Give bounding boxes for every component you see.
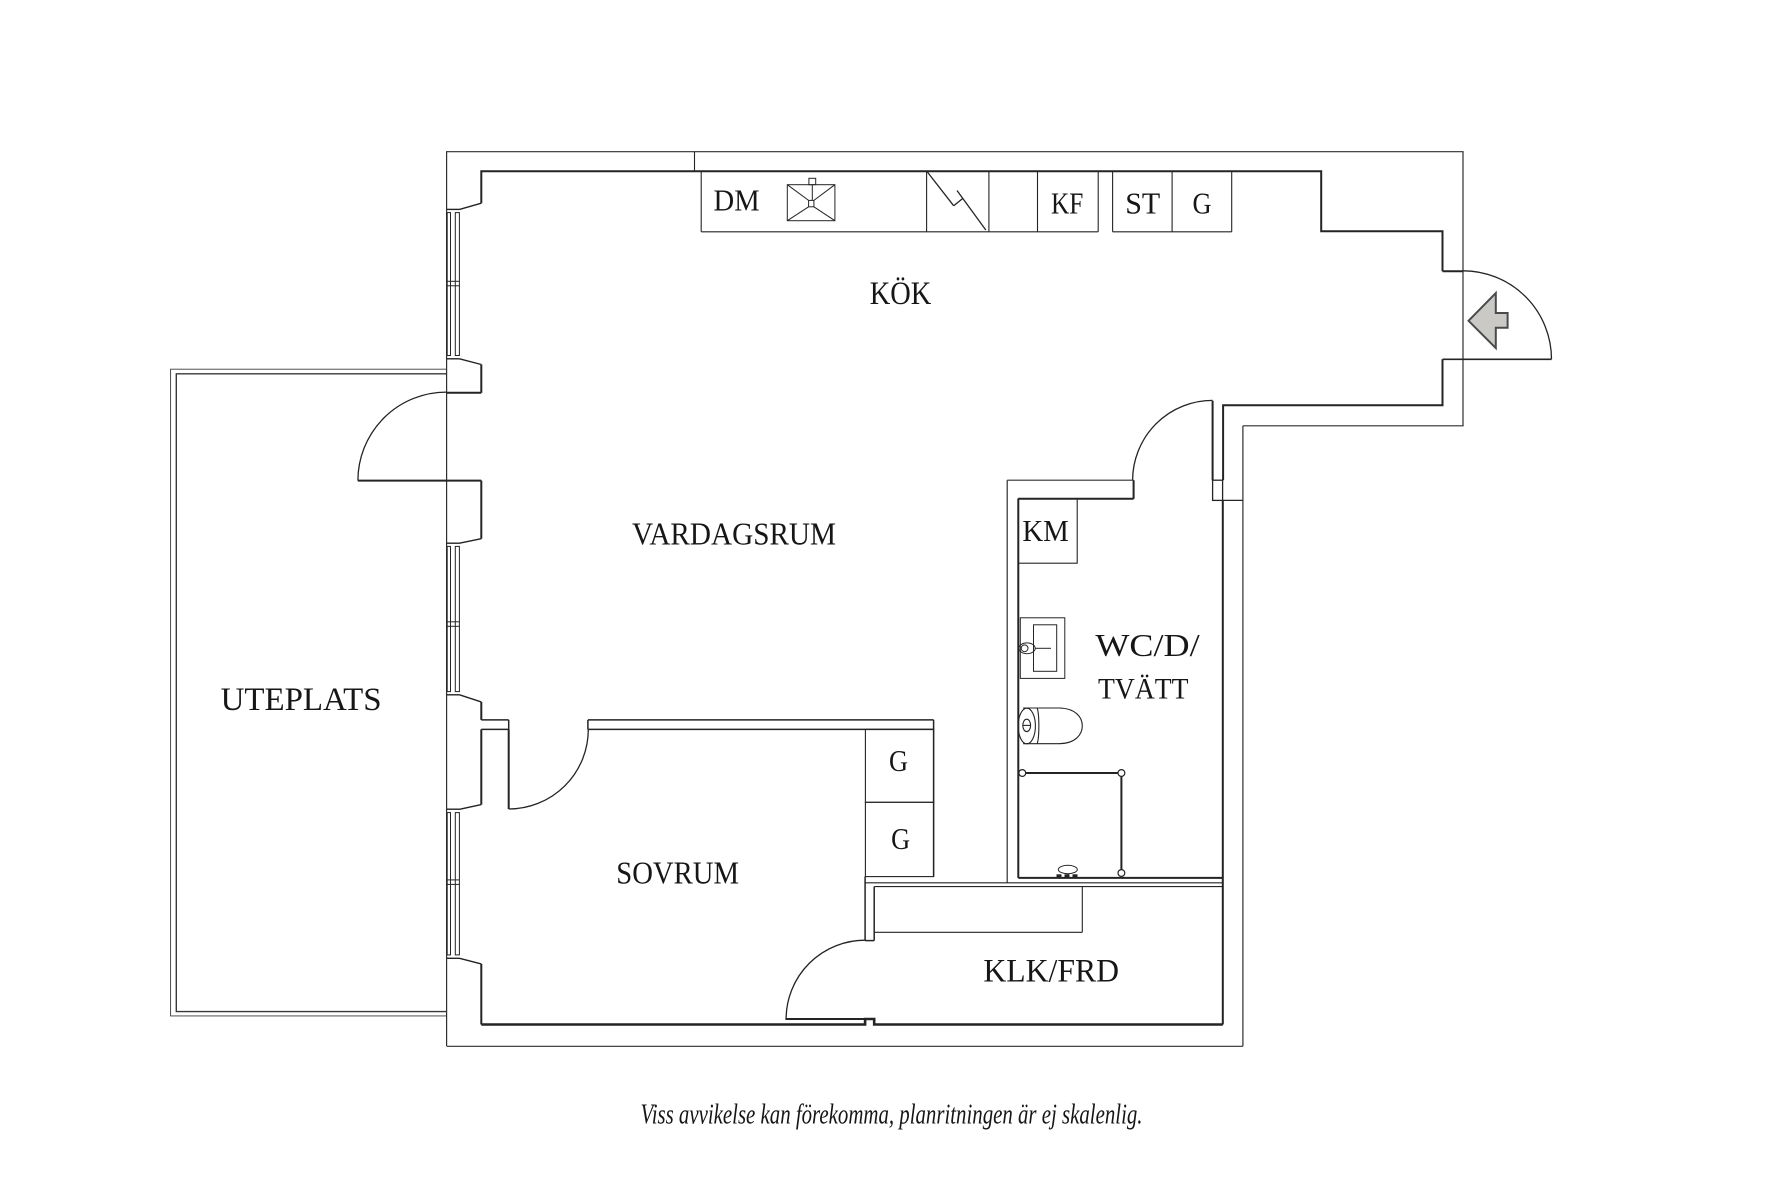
svg-text:KLK/FRD: KLK/FRD [983, 954, 1119, 990]
svg-text:WC/D/: WC/D/ [1095, 627, 1199, 663]
svg-text:ST: ST [1125, 186, 1160, 221]
svg-text:DM: DM [714, 183, 760, 218]
svg-text:G: G [1193, 186, 1212, 221]
svg-text:VARDAGSRUM: VARDAGSRUM [632, 516, 836, 552]
svg-text:TVÄTT: TVÄTT [1098, 673, 1189, 706]
svg-text:G: G [889, 743, 908, 778]
svg-text:Viss avvikelse kan förekomma,: Viss avvikelse kan förekomma, planritnin… [641, 1100, 1143, 1131]
svg-text:UTEPLATS: UTEPLATS [221, 682, 382, 718]
svg-text:G: G [891, 821, 910, 856]
svg-text:KM: KM [1022, 513, 1069, 548]
svg-text:KÖK: KÖK [870, 276, 932, 312]
svg-text:SOVRUM: SOVRUM [616, 855, 739, 891]
svg-text:KF: KF [1051, 186, 1083, 221]
